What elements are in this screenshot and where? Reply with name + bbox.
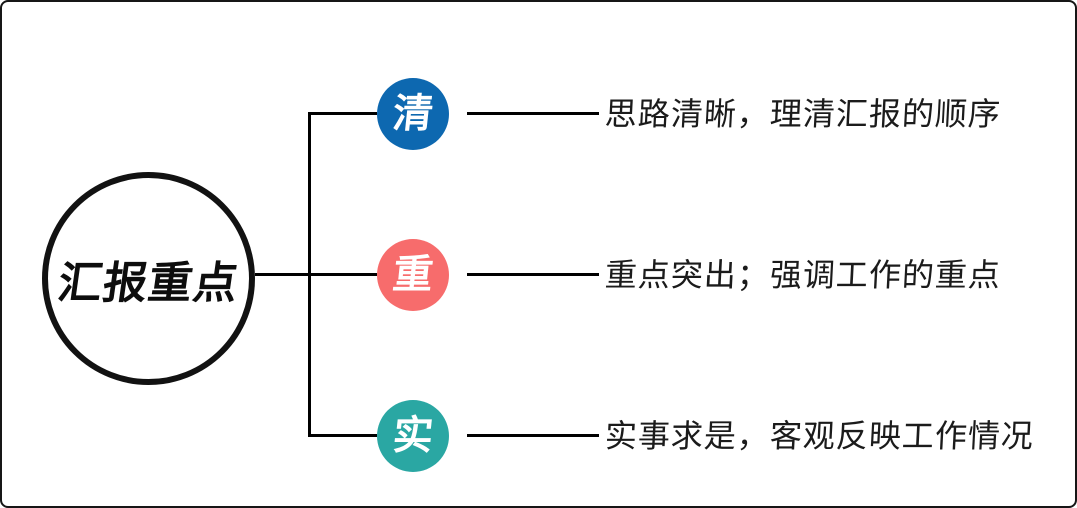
main-topic-title: 汇报重点 bbox=[54, 258, 242, 308]
branch-label-clear: 清 bbox=[390, 92, 436, 136]
branch-circle-clear: 清 bbox=[377, 78, 449, 150]
branch-description-factual: 实事求是，客观反映工作情况 bbox=[604, 418, 1035, 454]
branch-circle-factual: 实 bbox=[377, 400, 449, 472]
connector-trunk-to-branch-1 bbox=[308, 112, 377, 115]
connector-main-to-trunk bbox=[255, 273, 377, 276]
connector-branch-1-to-text bbox=[467, 112, 599, 115]
branch-circle-key: 重 bbox=[377, 239, 449, 311]
branch-label-factual: 实 bbox=[390, 414, 436, 458]
connector-branch-3-to-text bbox=[467, 434, 599, 437]
branch-description-key: 重点突出；强调工作的重点 bbox=[604, 257, 1002, 293]
main-topic-circle: 汇报重点 bbox=[42, 172, 255, 385]
branch-description-clear: 思路清晰，理清汇报的顺序 bbox=[604, 96, 1002, 132]
connector-trunk-to-branch-3 bbox=[308, 434, 377, 437]
connector-branch-2-to-text bbox=[467, 273, 599, 276]
connector-trunk-vertical bbox=[308, 112, 311, 437]
branch-label-key: 重 bbox=[390, 253, 436, 297]
